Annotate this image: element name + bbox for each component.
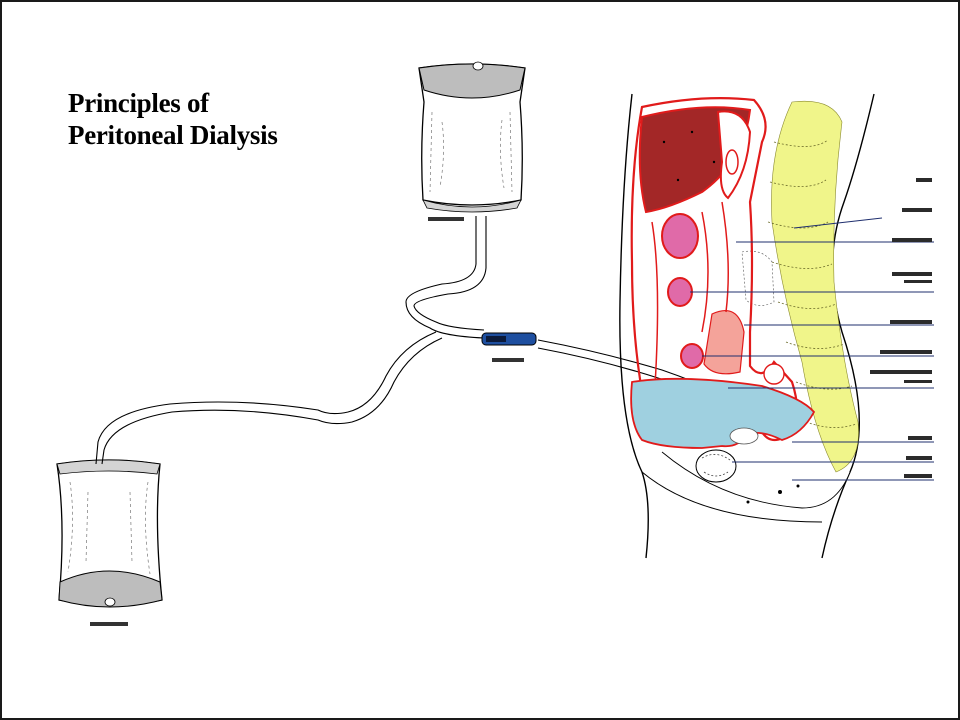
drain-bag-hanger xyxy=(90,622,128,626)
connector-clamp-bar xyxy=(492,358,524,362)
abdomen-cross-section xyxy=(619,93,875,559)
anatomy-leader-lines xyxy=(690,217,934,481)
drain-bag xyxy=(56,459,163,626)
tube-connector xyxy=(481,332,537,362)
slide-title: Principles of Peritoneal Dialysis xyxy=(68,87,278,151)
inflow-bag xyxy=(418,61,526,221)
title-line-2: Peritoneal Dialysis xyxy=(68,120,278,150)
inflow-bag-hanger xyxy=(428,217,464,221)
title-line-1: Principles of xyxy=(68,88,209,118)
anatomy-label-glyphs xyxy=(870,178,932,478)
